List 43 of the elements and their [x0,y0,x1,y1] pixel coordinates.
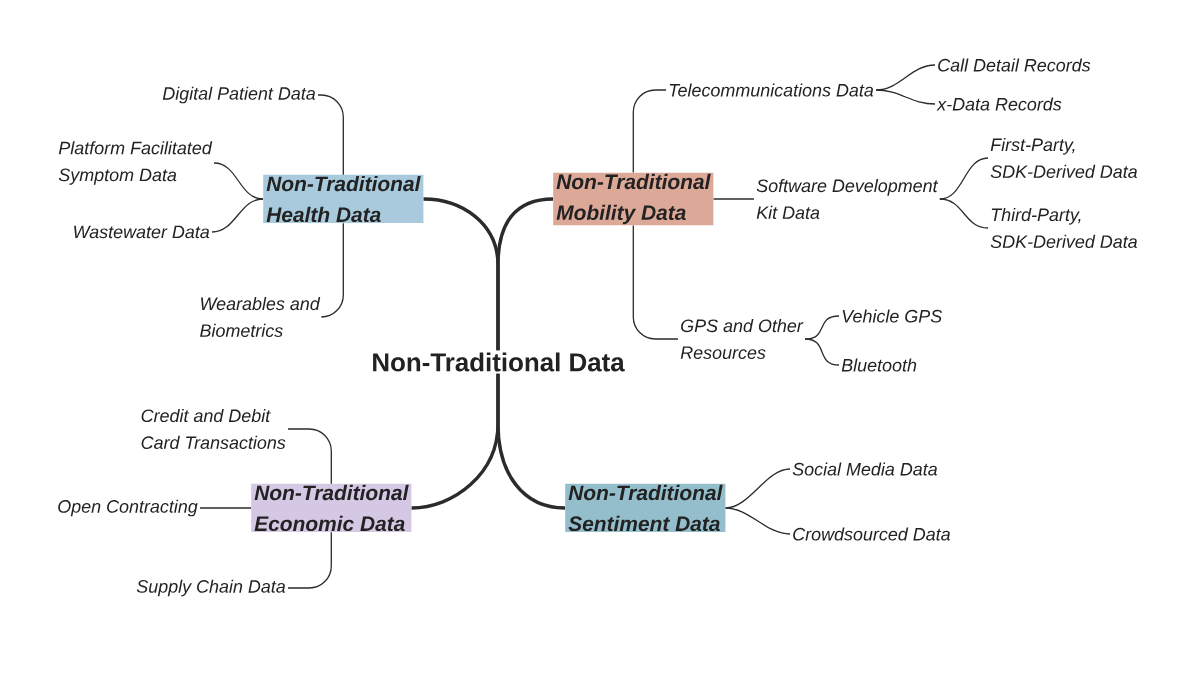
branch-label: Social Media Data [792,462,938,476]
branch-label: Crowdsourced Data [793,527,951,541]
branch-label: Vehicle GPS [842,309,942,323]
branch-label: x-Data Records [936,97,1062,111]
connector-line [804,338,840,366]
connector-line [632,89,667,174]
connector-line [712,198,755,200]
branch-label: Platform Facilitated Symptom Data [58,141,213,185]
connector-line [724,507,791,535]
connector-line [804,315,840,340]
topic-box: Non-Traditional Health Data [263,174,424,224]
connector-line [875,64,936,91]
connector-line [939,198,989,229]
connector-line [199,507,252,509]
branch-label: Open Contracting [58,499,198,517]
branch-label: Third-Party, SDK-Derived Data [990,207,1138,249]
connector-line [317,94,344,176]
connector-line [287,428,332,485]
connector-line [211,198,264,233]
branch-label: First-Party, SDK-Derived Data [990,137,1138,179]
branch-label: Telecommunications Data [669,83,874,97]
branch-label: Digital Patient Data [162,86,316,104]
branch-label: Wastewater Data [74,225,210,239]
branch-label: Wearables and Biometrics [200,296,321,338]
connector-line [875,89,936,105]
connector-line [320,222,344,318]
branch-label: Supply Chain Data [136,579,286,597]
topic-box: Non-Traditional Mobility Data [553,172,714,226]
topic-box: Non-Traditional Sentiment Data [565,483,726,533]
central-topic: Non-Traditional Data [373,352,625,372]
connector-line [496,373,566,510]
branch-label: Software Development Kit Data [756,178,939,220]
connector-line [496,197,554,351]
branch-label: Credit and Debit Card Transactions [141,408,286,450]
topic-box: Non-Traditional Economic Data [251,483,412,533]
connector-line [287,531,332,589]
connector-line [939,157,989,200]
connector-line [724,468,791,509]
connector-line [213,162,264,200]
branch-label: Call Detail Records [938,58,1091,72]
branch-label: Bluetooth [841,358,917,372]
branch-label: GPS and Other Resources [680,318,804,360]
connector-line [632,224,679,340]
